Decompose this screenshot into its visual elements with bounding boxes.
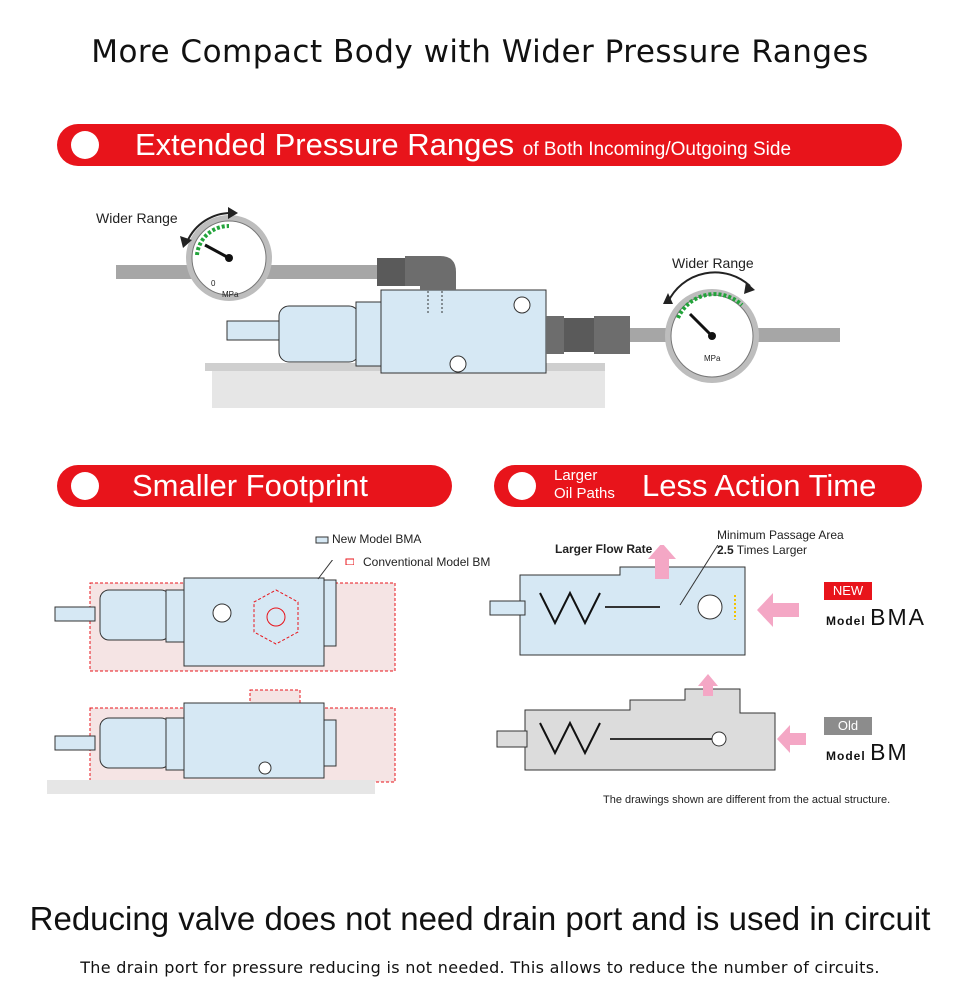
banner-less-action-time: Larger Oil Paths Less Action Time [494, 465, 922, 507]
footprint-side-view [47, 689, 396, 794]
valve-cap [278, 305, 360, 363]
banner-smaller-footprint: Smaller Footprint [57, 465, 452, 507]
bullet-dot [71, 472, 99, 500]
wider-range-label-left: Wider Range [96, 210, 178, 226]
footprint-top-view [54, 560, 396, 672]
badge-old: Old [824, 717, 872, 735]
flow-arrow-up [655, 555, 669, 579]
range-arrow-left [186, 211, 234, 243]
flow-arrow-up-old [703, 684, 713, 696]
pressure-gauge-right [665, 289, 759, 383]
banner-heading-big: Extended Pressure Ranges [135, 127, 515, 162]
pressure-range-illustration [116, 207, 840, 408]
base-plate [212, 368, 605, 408]
footprint-comparison-drawing [47, 560, 396, 794]
outlet-fitting-2 [594, 316, 630, 354]
gauge-zero-label: 0 [211, 279, 216, 288]
bullet-dot [508, 472, 536, 500]
banner-heading-small: of Both Incoming/Outgoing Side [522, 139, 792, 160]
banner-small-line-1: Larger [554, 467, 598, 484]
legend-conventional-model: Conventional Model BM [363, 555, 491, 569]
drawing-disclaimer: The drawings shown are different from th… [603, 794, 891, 806]
legend-swatches [315, 536, 354, 565]
pressure-gauge-left [186, 215, 272, 301]
bullet-dot [71, 131, 99, 159]
valve-port-hole [449, 355, 467, 373]
model-bma-label: Model BMA [826, 604, 926, 630]
passage-area-label: Minimum Passage Area [717, 528, 844, 542]
bottom-heading: Reducing valve does not need drain port … [29, 900, 931, 937]
elbow-nut [377, 258, 407, 286]
gauge-unit-left: MPa [222, 290, 239, 299]
bottom-description: The drain port for pressure reducing is … [80, 958, 880, 977]
flow-arrow-in [773, 603, 799, 617]
badge-new: NEW [824, 582, 872, 600]
flow-rate-label: Larger Flow Rate [555, 542, 653, 556]
elbow-fitting [405, 256, 456, 290]
wider-range-label-right: Wider Range [672, 255, 754, 271]
banner-extended-pressure: Extended Pressure Ranges of Both Incomin… [57, 124, 902, 166]
page-title: More Compact Body with Wider Pressure Ra… [91, 34, 869, 70]
valve-nut [355, 301, 385, 367]
bma-cross-section [489, 545, 799, 656]
bm-cross-section [496, 674, 806, 771]
outlet-nut [564, 318, 594, 352]
flow-arrow-in-old [790, 733, 806, 745]
gauge-unit-right: MPa [704, 354, 721, 363]
banner-small-line-2: Oil Paths [554, 485, 615, 502]
banner-heading-big: Less Action Time [642, 468, 877, 503]
outlet-fitting [546, 316, 564, 354]
valve-stem [226, 320, 288, 341]
oil-path-drawings [489, 545, 806, 771]
banner-heading: Smaller Footprint [132, 468, 369, 503]
valve-port-hole [513, 296, 531, 314]
legend-new-model: New Model BMA [332, 532, 422, 546]
range-arrow-right [667, 271, 751, 303]
model-bm-label: Model BM [826, 739, 909, 765]
passage-area-value: 2.5 Times Larger [717, 543, 808, 557]
